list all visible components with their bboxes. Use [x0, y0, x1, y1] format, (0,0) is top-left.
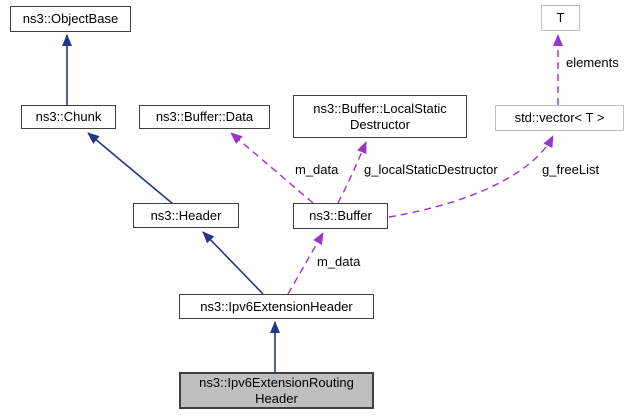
edge-inherit-ipv6extheader-to-header [202, 231, 264, 295]
edge-usage-buffer-to-localstaticdestructor [337, 141, 367, 204]
node-label: ns3::Chunk [35, 109, 102, 124]
node-label: ns3::ObjectBase [22, 11, 119, 26]
node-ns3-chunk[interactable]: ns3::Chunk [21, 105, 116, 129]
edge-label-m-data-ipv6ext: m_data [317, 254, 361, 269]
node-label-line1: ns3::Buffer::LocalStatic [313, 100, 447, 116]
node-template-t: T [541, 5, 580, 31]
node-label-line1: ns3::Ipv6ExtensionRouting [199, 374, 354, 390]
node-ns3-ipv6extensionroutingheader-current: ns3::Ipv6ExtensionRouting Header [179, 372, 374, 409]
edge-label-elements: elements [566, 55, 619, 70]
node-label-line2: Destructor [350, 116, 410, 132]
edge-label-g-localstaticdestructor: g_localStaticDestructor [364, 162, 498, 177]
edge-usage-buffer-to-stdvector [388, 135, 554, 218]
edge-usage-buffer-to-bufferdata [230, 132, 314, 204]
node-std-vector: std::vector< T > [495, 105, 624, 131]
node-ns3-buffer-data[interactable]: ns3::Buffer::Data [139, 105, 270, 129]
node-label: ns3::Buffer [309, 208, 372, 223]
node-label-line2: Header [255, 390, 298, 406]
node-ns3-buffer[interactable]: ns3::Buffer [293, 203, 388, 229]
node-ns3-ipv6extensionheader[interactable]: ns3::Ipv6ExtensionHeader [179, 294, 374, 319]
node-ns3-objectbase[interactable]: ns3::ObjectBase [10, 6, 131, 32]
node-ns3-buffer-localstaticdestructor[interactable]: ns3::Buffer::LocalStatic Destructor [293, 95, 467, 138]
edge-inherit-header-to-chunk [87, 132, 174, 205]
node-label: T [556, 10, 565, 25]
edge-label-g-freelist: g_freeList [542, 162, 600, 177]
edge-label-m-data-buffer: m_data [295, 162, 339, 177]
node-ns3-header[interactable]: ns3::Header [133, 203, 239, 228]
node-label: ns3::Buffer::Data [155, 109, 254, 124]
node-label: ns3::Header [150, 207, 222, 223]
node-label: ns3::Ipv6ExtensionHeader [200, 298, 353, 314]
node-label: std::vector< T > [514, 110, 605, 125]
